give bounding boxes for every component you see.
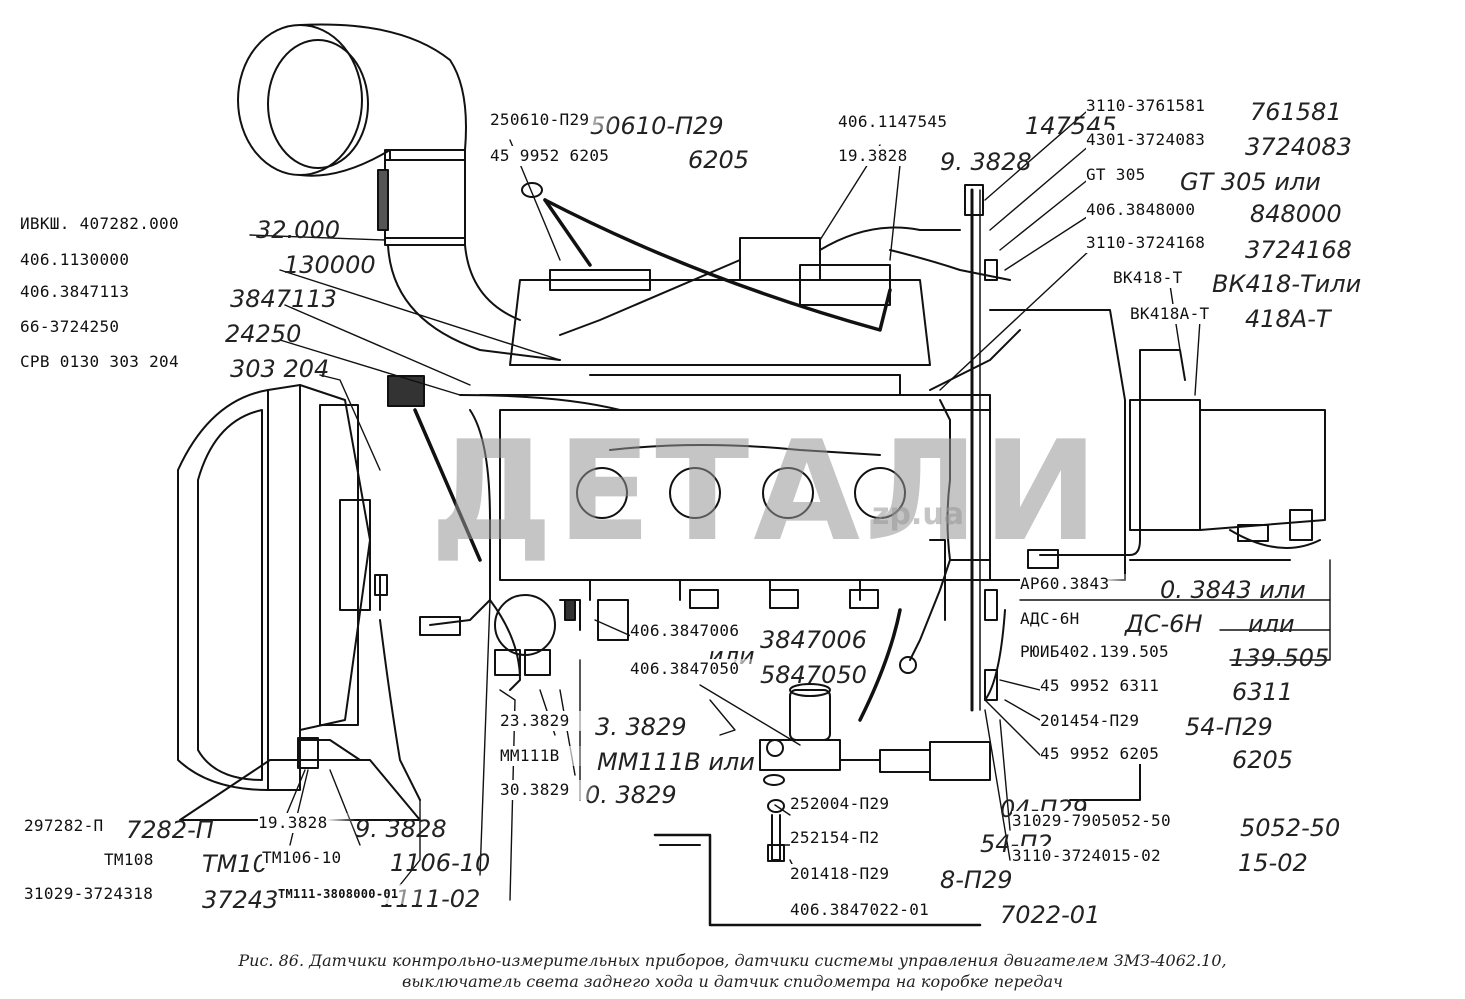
part-label: 252154-П2	[790, 828, 908, 848]
part-label: РЮИБ402.139.505	[1020, 642, 1197, 662]
air-intake	[237, 23, 561, 361]
part-label: 19.3828	[838, 146, 936, 166]
part-label: 66-3724250	[20, 317, 148, 337]
scan-label-text: 3847006	[760, 626, 867, 654]
part-label: ТМ108	[104, 850, 182, 870]
scan-label-text: 8-П29	[940, 866, 1013, 894]
part-label: 201454-П29	[1040, 711, 1168, 731]
figure-caption-line1: Рис. 86. Датчики контрольно-измерительны…	[238, 951, 1227, 970]
part-label: ТМ111-3808000-01	[278, 884, 427, 904]
part-label: 406.1130000	[20, 250, 158, 270]
radiator-fan	[177, 384, 421, 821]
scan-label-text: 3. 3829	[595, 713, 687, 741]
scan-label-text: ВК418-Тили	[1212, 270, 1361, 298]
part-label: СРВ 0130 303 204	[20, 352, 207, 372]
part-label: ВК418-Т	[1113, 268, 1211, 288]
part-label: 252004-П29	[790, 794, 918, 814]
part-label: 201418-П29	[790, 864, 918, 884]
part-label: 45 9952 6205	[490, 146, 638, 166]
scan-label-text: 6311	[1232, 678, 1293, 706]
scan-label-text: 130000	[284, 251, 376, 279]
part-label: 406.3847050	[630, 659, 768, 679]
scan-label-text: 54-П29	[1185, 713, 1273, 741]
part-label: АДС-6Н	[1020, 609, 1108, 629]
part-label: 406.1147545	[838, 112, 976, 132]
part-label: 297282-П	[24, 816, 132, 836]
part-label: ММ111В	[500, 746, 588, 766]
scan-label-text: ДС-6Н	[1124, 610, 1202, 638]
scan-label-text: 32.000	[256, 216, 340, 244]
scan-label-text: 1106-10	[390, 849, 490, 877]
part-label: 406.3847113	[20, 282, 158, 302]
part-label: ИВКШ. 407282.000	[20, 214, 207, 234]
part-label: 250610-П29	[490, 110, 618, 130]
part-label: АР60.3843	[1020, 574, 1138, 594]
part-label: ТМ106-10	[262, 848, 370, 868]
part-label: 31029-7905052-50	[1012, 811, 1199, 831]
scan-label-text: ТМ10	[202, 850, 268, 878]
watermark-text: ДЕТАЛИ	[430, 411, 1103, 572]
part-label: ВК418А-Т	[1130, 304, 1238, 324]
scan-label-text: 15-02	[1238, 849, 1308, 877]
scan-label-text: ММ111В или	[597, 748, 755, 776]
pointer-arrows	[413, 198, 902, 722]
scan-label-text: 9. 3828	[355, 815, 447, 843]
scan-label-text: 9. 3828	[940, 148, 1032, 176]
scan-label-text: или	[1248, 610, 1295, 638]
speedometer-sensor	[759, 683, 991, 862]
scan-label-text: GT 305 или	[1180, 168, 1321, 196]
part-label: 23.3829	[500, 711, 598, 731]
part-label: 3110-3761581	[1086, 96, 1234, 116]
scan-label-text: 7022-01	[1000, 901, 1100, 929]
part-label: 45 9952 6205	[1040, 744, 1188, 764]
part-label: 406.3847006	[630, 621, 768, 641]
part-label: 406.3847022-01	[790, 900, 958, 920]
part-label: 3110-3724015-02	[1012, 846, 1189, 866]
part-label: 19.3828	[258, 813, 356, 833]
scan-label-text: 848000	[1250, 200, 1342, 228]
scan-label-text: 6205	[1232, 746, 1293, 774]
scan-label-text: 5847050	[760, 661, 867, 689]
part-label: 3110-3724168	[1086, 233, 1234, 253]
scan-label-text: 761581	[1250, 98, 1342, 126]
scan-label-text: 303 204	[230, 355, 329, 383]
scan-label-text: 7282-П	[126, 816, 214, 844]
part-label: 31029-3724318	[24, 884, 182, 904]
engine-block	[479, 237, 991, 641]
scan-label-text: 418А-Т	[1245, 305, 1333, 333]
scan-label-text: 3724083	[1245, 133, 1352, 161]
part-label: 30.3829	[500, 780, 598, 800]
scan-label-text: 0. 3829	[585, 781, 677, 809]
wiring-harness	[297, 226, 1321, 801]
scan-label-text: 37243	[202, 886, 278, 914]
scan-label-text: 139.505	[1230, 644, 1329, 672]
watermark-domain: zp.ua	[872, 497, 964, 532]
scan-label-text: 24250	[225, 320, 301, 348]
scan-label-text: 5052-50	[1240, 814, 1340, 842]
part-label: GT 305	[1086, 165, 1174, 185]
figure-caption-line2: выключатель света заднего хода и датчик …	[402, 972, 1063, 991]
part-label: 45 9952 6311	[1040, 676, 1188, 696]
scan-label-text: 6205	[688, 146, 749, 174]
part-label: 4301-3724083	[1086, 130, 1234, 150]
part-label: 406.3848000	[1086, 200, 1224, 220]
scan-label-text: 3847113	[230, 285, 337, 313]
scan-label-text: 3724168	[1245, 236, 1352, 264]
scan-label-text: 0. 3843 или	[1160, 576, 1306, 604]
